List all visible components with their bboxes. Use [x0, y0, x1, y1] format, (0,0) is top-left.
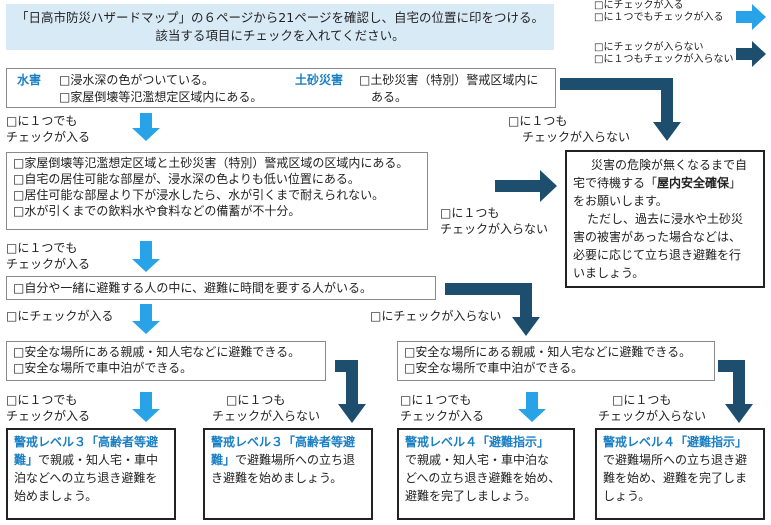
safe-line-1: 災害の危険が無くなるまで自	[591, 158, 748, 172]
step4-left-item-1[interactable]: □安全な場所にある親戚・知人宅などに避難できる。	[13, 345, 301, 359]
result2-level: 警戒レベル３「高齢者等避	[211, 435, 356, 449]
suigai-label: 水害	[17, 73, 42, 87]
label-none-checked: □に１つもチェックが入らない	[508, 114, 631, 144]
step2-item-2[interactable]: □自宅の居住可能な部屋が、浸水深の色よりも低い位置にある。	[13, 172, 360, 186]
step2-item-1[interactable]: □家屋倒壊等氾濫想定区域と土砂災害（特別）警戒区域の区域内にある。	[13, 156, 409, 170]
legend-dark: □にチェックが入らない □に１つもチェックが入らない	[594, 42, 733, 66]
instruction-line-1: 「日高市防災ハザードマップ」の６ページから21ページを確認し、自宅の位置に印をつ…	[16, 10, 544, 25]
legend-light-arrow	[736, 4, 766, 30]
label-any-checked-3: □に１つでもチェックが入る	[6, 393, 91, 423]
arrow-step1-to-step2	[132, 113, 160, 141]
step4-left-box: □安全な場所にある親戚・知人宅などに避難できる。 □安全な場所で車中泊ができる。	[6, 341, 326, 381]
safe-line-5: 害の被害があった場合などは、	[573, 230, 742, 244]
instruction-banner: 「日高市防災ハザードマップ」の６ページから21ページを確認し、自宅の位置に印をつ…	[6, 4, 554, 50]
label-any-checked-2: □に１つでもチェックが入る	[6, 241, 91, 271]
safe-line-7: いましょう。	[573, 266, 645, 280]
suigai-item-1[interactable]: □浸水深の色がついている。	[59, 73, 214, 87]
instruction-line-2: 該当する項目にチェックを入れてください。	[155, 28, 405, 43]
result1-level: 警戒レベル３「高齢者等避	[14, 435, 159, 449]
legend-light-1: □にチェックが入る	[594, 0, 684, 11]
dosha-item-1-cont: ある。	[371, 90, 408, 104]
arrow-step3-to-step4-right	[445, 283, 532, 319]
result-level4-relatives: 警戒レベル４「避難指示」 で親戚・知人宅・車中泊な どへの立ち退き避難を始め、 …	[397, 428, 575, 520]
shelter-in-place-box: 災害の危険が無くなるまで自 宅で待機する「屋内安全確保」 をお願いします。 ただ…	[565, 150, 765, 288]
suigai-item-2[interactable]: □家屋倒壊等氾濫想定区域内にある。	[59, 90, 263, 104]
arrow-right-to-result3	[518, 392, 546, 422]
label-checked: □にチェックが入る	[6, 309, 114, 323]
result4-level: 警戒レベル４「避難指示」	[603, 435, 748, 449]
legend-dark-1: □にチェックが入らない	[594, 42, 704, 53]
safe-line-3: をお願いします。	[573, 194, 668, 208]
label-any-checked: □に１つでもチェックが入る	[6, 114, 91, 144]
result-level3-shelter: 警戒レベル３「高齢者等避 難」で避難場所への立ち退 き避難を始めましょう。	[203, 428, 373, 520]
step3-box: □自分や一緒に避難する人の中に、避難に時間を要する人がいる。	[6, 276, 436, 300]
label-any-checked-4: □に１つでもチェックが入る	[400, 393, 485, 423]
safe-line-4: ただし、過去に浸水や土砂災	[587, 212, 744, 226]
step4-right-box: □安全な場所にある親戚・知人宅などに避難できる。 □安全な場所で車中泊ができる。	[397, 341, 715, 381]
arrow-step2-to-step3	[132, 241, 160, 272]
step2-item-3[interactable]: □居住可能な部屋より下が浸水したら、水が引くまで耐えられない。	[13, 188, 385, 202]
arrow-right-to-result4	[718, 360, 745, 406]
safe-line-2: 宅で待機する「屋内安全確保」	[573, 176, 742, 190]
arrow-step2-to-safe	[495, 170, 557, 202]
arrow-step3-to-step4-left	[132, 304, 160, 334]
step2-box: □家屋倒壊等氾濫想定区域と土砂災害（特別）警戒区域の区域内にある。 □自宅の居住…	[6, 152, 428, 230]
result3-level: 警戒レベル４「避難指示」	[405, 435, 550, 449]
step4-right-item-1[interactable]: □安全な場所にある親戚・知人宅などに避難できる。	[404, 345, 692, 359]
label-none-checked-4: □に１つもチェックが入らない	[598, 393, 707, 423]
step4-left-item-2[interactable]: □安全な場所で車中泊ができる。	[13, 361, 193, 375]
arrow-left-to-result1	[132, 392, 160, 422]
arrow-left-to-result2	[335, 360, 358, 406]
result-level3-relatives: 警戒レベル３「高齢者等避 難」で親戚・知人宅・車中 泊などへの立ち退き避難を 始…	[6, 428, 176, 520]
legend-light-2: □に１つでもチェックが入る	[594, 12, 724, 23]
safe-line-6: 必要に応じて立ち退き避難を行	[573, 248, 742, 262]
dosha-label: 土砂災害	[295, 73, 344, 87]
label-none-checked-2: □に１つもチェックが入らない	[440, 206, 549, 236]
legend-dark-arrow	[736, 41, 766, 67]
label-none-checked-3: □に１つもチェックが入らない	[212, 393, 321, 423]
step4-right-item-2[interactable]: □安全な場所で車中泊ができる。	[404, 361, 584, 375]
arrow-step1-to-safe	[560, 78, 673, 124]
step1-box: 水害 □浸水深の色がついている。 □家屋倒壊等氾濫想定区域内にある。 土砂災害 …	[6, 68, 556, 108]
dosha-item-1[interactable]: □土砂災害（特別）警戒区域内に	[359, 73, 539, 87]
result-level4-shelter: 警戒レベル４「避難指示」 で避難場所への立ち退き避 難を始め、避難を完了しま し…	[595, 428, 765, 520]
step3-item[interactable]: □自分や一緒に避難する人の中に、避難に時間を要する人がいる。	[13, 281, 372, 295]
legend-light: □にチェックが入る □に１つでもチェックが入る	[594, 0, 723, 24]
label-not-checked: □にチェックが入らない	[370, 309, 502, 323]
step2-item-4[interactable]: □水が引くまでの飲料水や食料などの備蓄が不十分。	[13, 204, 301, 218]
legend-dark-2: □に１つもチェックが入らない	[594, 54, 734, 65]
